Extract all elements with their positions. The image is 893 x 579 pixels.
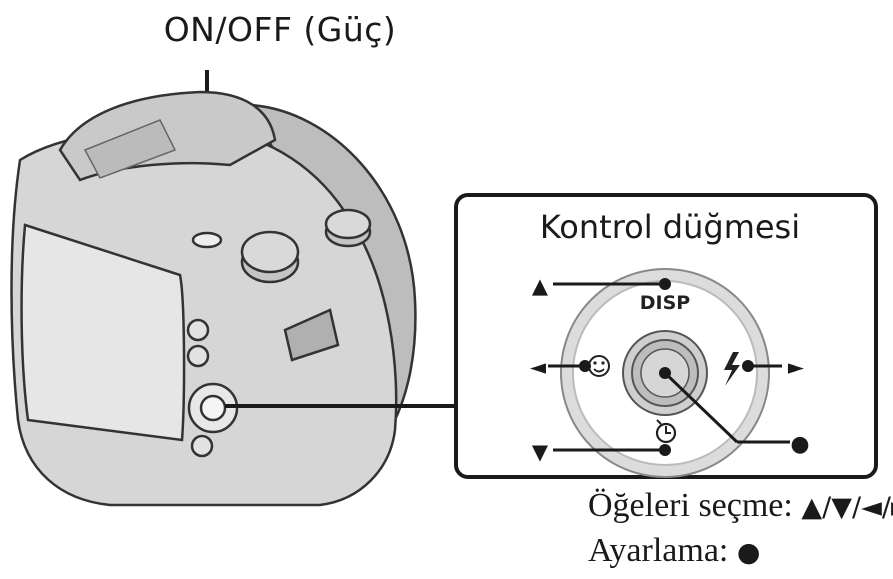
- rear-lcd: [20, 223, 186, 442]
- up-arrow: ▲: [532, 274, 549, 298]
- power-button-label: ON/OFF (Güç): [163, 10, 397, 49]
- down-arrow: ▼: [532, 440, 549, 464]
- rear-button-1: [186, 318, 210, 342]
- direction-leaders: [548, 278, 790, 456]
- set-caption: Ayarlama: ●: [588, 532, 760, 570]
- face-icon: [588, 355, 610, 377]
- thumb-grip: [283, 308, 340, 362]
- select-caption-symbols: ▲/▼/◄/►: [801, 492, 893, 523]
- flash-grill: [83, 119, 177, 179]
- power-button: [191, 231, 223, 249]
- select-caption: Öğeleri seçme: ▲/▼/◄/►: [588, 487, 893, 525]
- control-panel-title: Kontrol düğmesi: [539, 208, 801, 246]
- self-timer-icon: [655, 419, 677, 444]
- set-caption-text: Ayarlama:: [588, 532, 729, 569]
- set-caption-symbol: ●: [736, 537, 761, 568]
- rear-button-2: [186, 344, 210, 368]
- center-dot: ●: [790, 432, 809, 457]
- disp-label: DISP: [640, 292, 691, 314]
- camera-body: [10, 90, 417, 507]
- left-arrow: ◄: [530, 355, 547, 379]
- select-caption-text: Öğeleri seçme:: [588, 487, 793, 524]
- rear-button-3: [190, 434, 214, 458]
- flash-icon: [724, 352, 740, 386]
- right-arrow: ►: [788, 355, 805, 379]
